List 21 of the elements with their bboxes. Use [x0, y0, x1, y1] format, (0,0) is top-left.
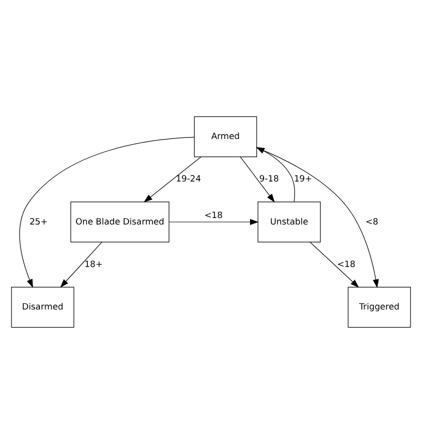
arrow — [143, 156, 201, 202]
arrow — [18, 136, 194, 288]
arrow — [239, 156, 274, 202]
edge-label: 9-18 — [258, 174, 278, 185]
edge-label: <8 — [365, 217, 378, 228]
edge-label: 25+ — [29, 217, 48, 228]
node-box: Disarmed — [10, 286, 74, 328]
arrow — [168, 218, 258, 226]
edge-label: <18 — [336, 260, 355, 270]
node-box: Armed — [194, 116, 257, 158]
arrow — [60, 242, 102, 288]
arrow — [256, 148, 378, 288]
arrow — [309, 242, 359, 288]
edge-label: <18 — [204, 210, 222, 221]
node-box: One Blade Disarmed — [70, 202, 169, 242]
edge-label: 19+ — [293, 174, 312, 185]
node-box: Unstable — [257, 202, 320, 242]
edge-label: 18+ — [84, 260, 102, 270]
arrow — [255, 147, 294, 202]
node-box: Triggered — [347, 286, 410, 328]
edge-label: 19-24 — [175, 174, 200, 185]
